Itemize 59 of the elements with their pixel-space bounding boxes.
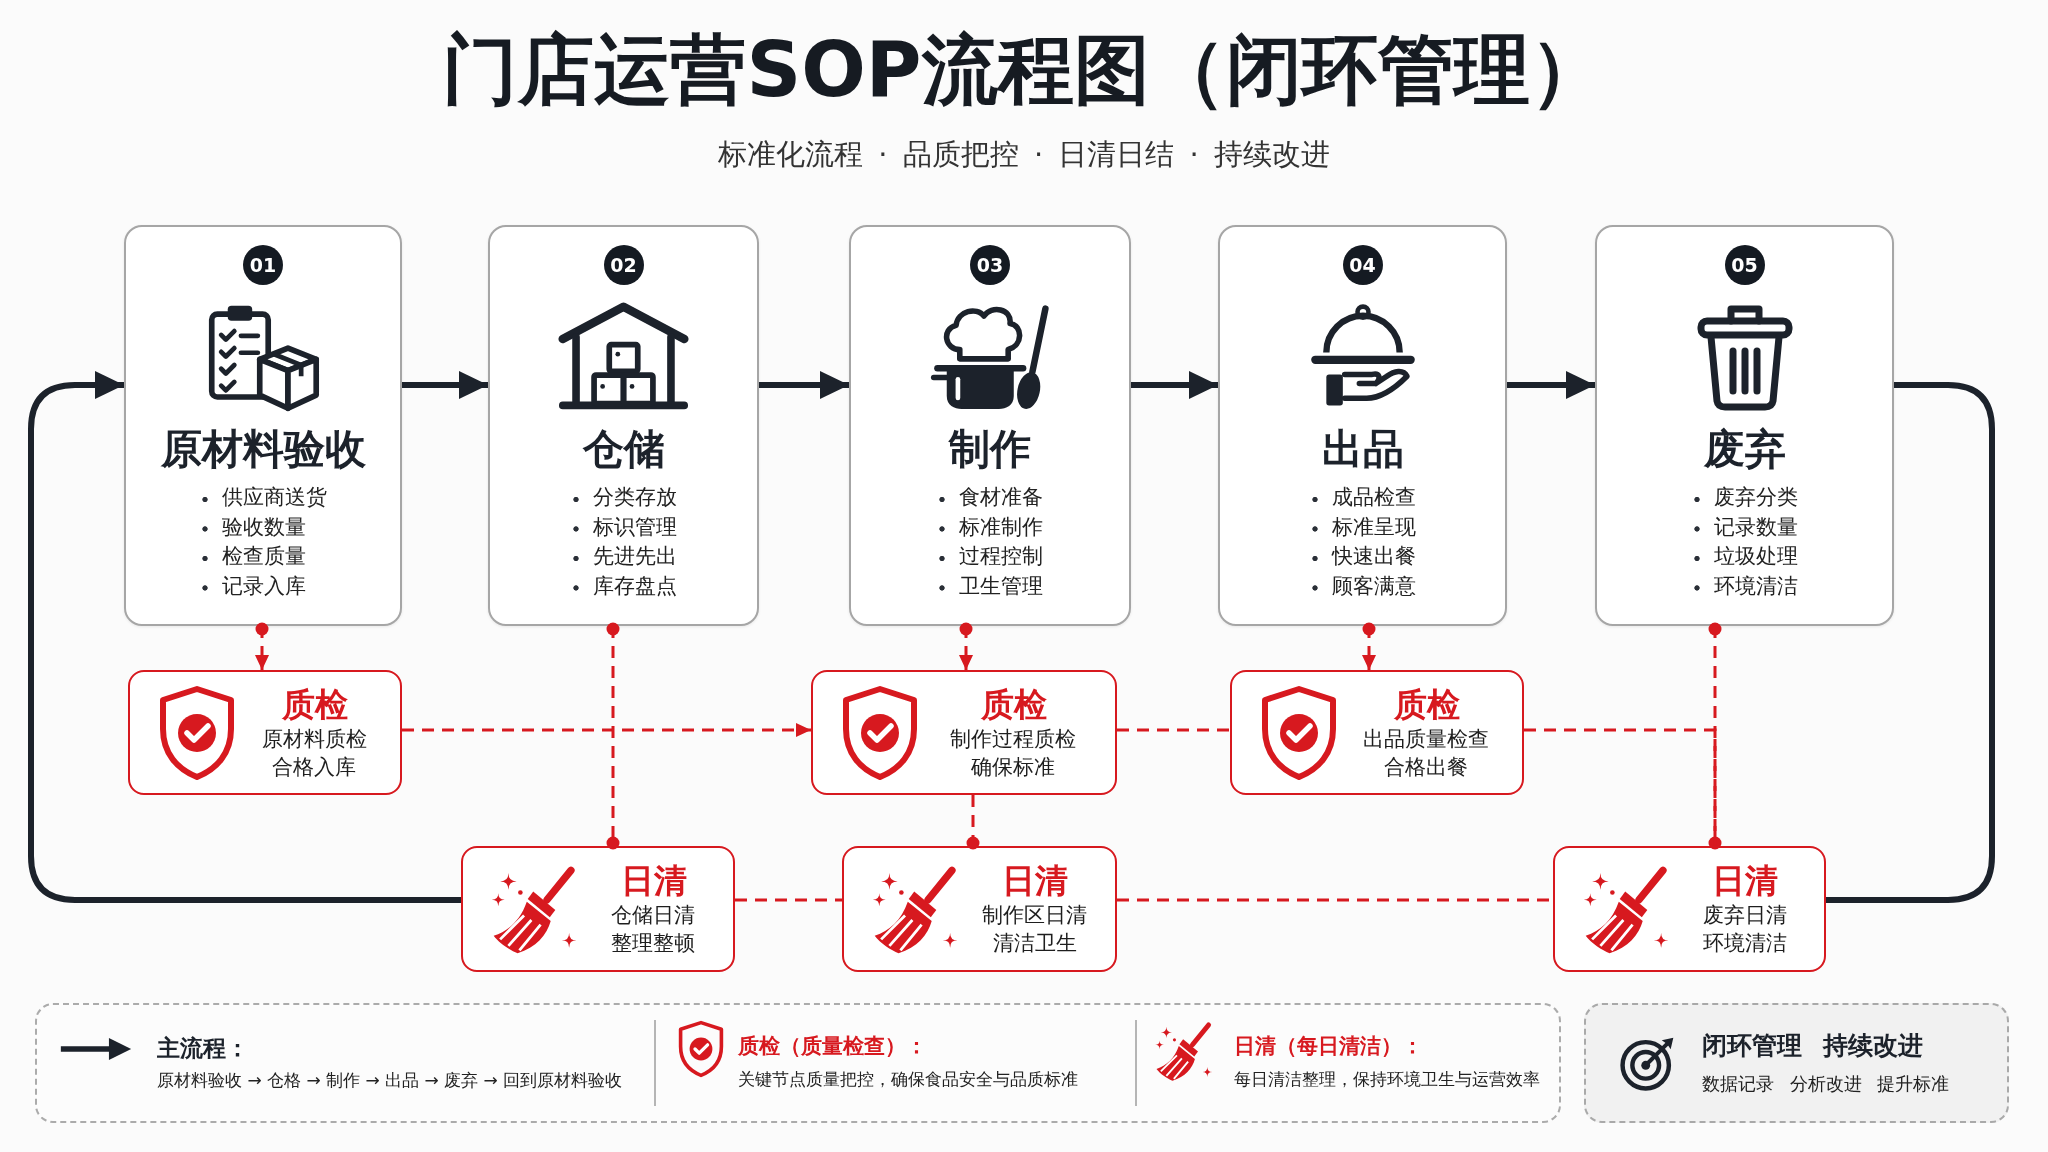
dashed-arrow xyxy=(1362,622,1376,670)
arrow xyxy=(1131,371,1218,399)
dashed-connector-line xyxy=(1117,728,1230,732)
legend-description: 关键节点质量把控，确保食品安全与品质标准 xyxy=(738,1068,1078,1090)
step-number: 05 xyxy=(1724,245,1765,285)
dashed-connector-line xyxy=(966,795,980,850)
dashed-arrow xyxy=(402,723,811,737)
step-title: 仓储 xyxy=(582,425,665,473)
step-title: 出品 xyxy=(1321,425,1404,473)
daily-cleaning-box xyxy=(461,846,735,972)
legend-description: 原材料验收 → 仓格 → 制作 → 出品 → 废弃 → 回到原材料验收 xyxy=(157,1069,623,1091)
connector-line xyxy=(1826,382,1995,903)
step-title: 废弃 xyxy=(1703,425,1786,473)
step-card xyxy=(1218,225,1507,626)
daily-cleaning-box xyxy=(1553,846,1826,972)
step-title: 制作 xyxy=(949,425,1031,473)
box-description: 制作过程质检确保标准 xyxy=(949,725,1078,781)
box-description: 制作区日清清洁卫生 xyxy=(981,902,1089,957)
step-title: 原材料验收 xyxy=(160,425,366,473)
daily-cleaning-box xyxy=(842,846,1117,972)
box-heading: 质检 xyxy=(281,684,348,725)
step-card xyxy=(488,225,759,626)
quality-check-box xyxy=(1230,670,1524,795)
box-heading: 质检 xyxy=(1393,684,1460,725)
dashed-arrow xyxy=(255,622,269,670)
box-heading: 日清 xyxy=(1002,861,1068,901)
diagram-title: 门店运营SOP流程图（闭环管理） xyxy=(442,24,1606,116)
legend-label: 主流程： xyxy=(157,1034,249,1063)
step-number: 04 xyxy=(1342,245,1383,285)
dashed-connector-line xyxy=(735,898,842,902)
box-heading: 日清 xyxy=(620,861,687,901)
dashed-arrow xyxy=(959,622,973,670)
subtitle: 标准化流程 · 品质把控 · 日清日结 · 持续改进 xyxy=(718,136,1330,173)
step-number: 01 xyxy=(243,245,283,285)
box-heading: 质检 xyxy=(980,684,1047,725)
dashed-connector-line xyxy=(1708,622,1722,850)
box-heading: 日清 xyxy=(1712,861,1778,901)
box-description: 仓储日清整理整顿 xyxy=(610,902,697,957)
arrow xyxy=(28,371,461,903)
legend-description: 每日清洁整理，保持环境卫生与运营效率 xyxy=(1234,1068,1540,1090)
panel-description: 数据记录 分析改进 提升标准 xyxy=(1702,1072,1950,1096)
step-card xyxy=(1595,225,1894,626)
legend-label: 日清（每日清洁）： xyxy=(1234,1033,1423,1060)
arrow xyxy=(1507,371,1595,399)
dashed-connector-line xyxy=(606,622,620,850)
panel-heading: 闭环管理 持续改进 xyxy=(1702,1030,1923,1062)
summary-panel xyxy=(1584,1003,2009,1123)
step-card xyxy=(124,225,402,626)
quality-check-box xyxy=(811,670,1117,795)
quality-check-box xyxy=(128,670,402,795)
step-number: 03 xyxy=(970,245,1010,285)
arrow xyxy=(402,371,488,399)
box-description: 废弃日清环境清洁 xyxy=(1702,902,1788,957)
step-card xyxy=(849,225,1131,626)
arrow xyxy=(759,371,849,399)
legend-label: 质检（质量检查）： xyxy=(738,1033,927,1060)
step-number: 02 xyxy=(603,245,644,285)
box-description: 原材料质检合格入库 xyxy=(261,725,368,781)
box-description: 出品质量检查合格出餐 xyxy=(1362,725,1491,781)
